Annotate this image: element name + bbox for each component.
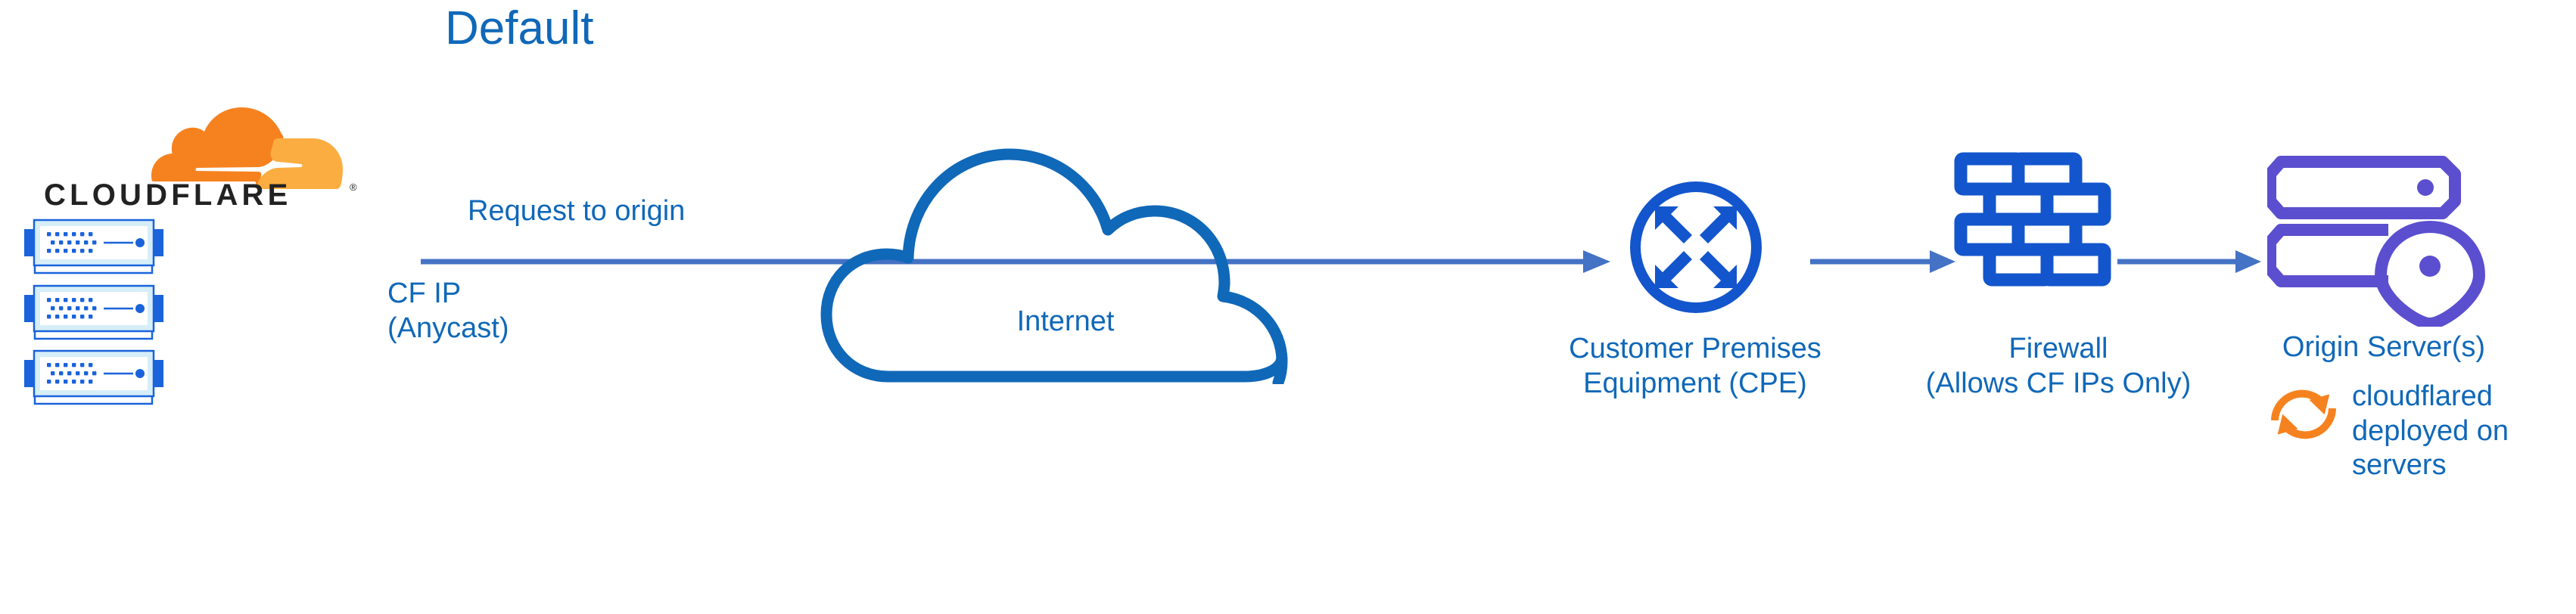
cloudflared-annotation-line1: cloudflared (2352, 380, 2493, 412)
svg-text:®: ® (350, 181, 357, 193)
cloudflare-edge-server-3 (18, 346, 170, 405)
diagram-title: Default (445, 2, 594, 54)
cloudflared-annotation-line3: servers (2352, 449, 2447, 482)
cpe-label-line1: Customer Premises (1569, 333, 1822, 364)
firewall-label-line2: (Allows CF IPs Only) (1925, 367, 2192, 400)
firewall-label-line1: Firewall (2008, 333, 2108, 364)
svg-text:CLOUDFLARE: CLOUDFLARE (44, 180, 292, 212)
cpe-label: Customer Premises Equipment (CPE) (1514, 331, 1877, 402)
origin-server-label: Origin Server(s) (2282, 331, 2486, 363)
internet-label: Internet (1016, 305, 1115, 337)
server-stack-location-pin-icon (2264, 145, 2494, 330)
cloudflare-cloud-icon (42, 104, 363, 214)
cloudflare-edge-server-2 (18, 281, 170, 340)
router-four-arrows-icon (1624, 175, 1768, 319)
cloudflare-edge-server-1 (18, 216, 170, 274)
cf-ip-label-line2: (Anycast) (387, 312, 509, 344)
cloudflared-annotation-line2: deployed on (2352, 414, 2509, 447)
cloudflared-annotation: cloudflared deployed on servers (2352, 380, 2509, 483)
cf-ip-label-line1: CF IP (387, 278, 462, 309)
brick-wall-icon (1951, 150, 2121, 305)
sync-circular-arrows-icon (2261, 377, 2346, 452)
cf-ip-anycast-label: CF IP (Anycast) (387, 277, 509, 346)
cpe-label-line2: Equipment (CPE) (1583, 367, 1807, 400)
firewall-to-origin-arrow (2117, 247, 2261, 277)
request-to-origin-label: Request to origin (468, 195, 686, 227)
firewall-label: Firewall (Allows CF IPs Only) (1869, 331, 2248, 402)
request-to-origin-arrow (421, 247, 1610, 277)
cpe-to-firewall-arrow (1810, 247, 1955, 277)
cloudflare-wordmark: CLOUDFLARE ® (44, 178, 362, 212)
cloud-outline-icon (816, 112, 1315, 389)
